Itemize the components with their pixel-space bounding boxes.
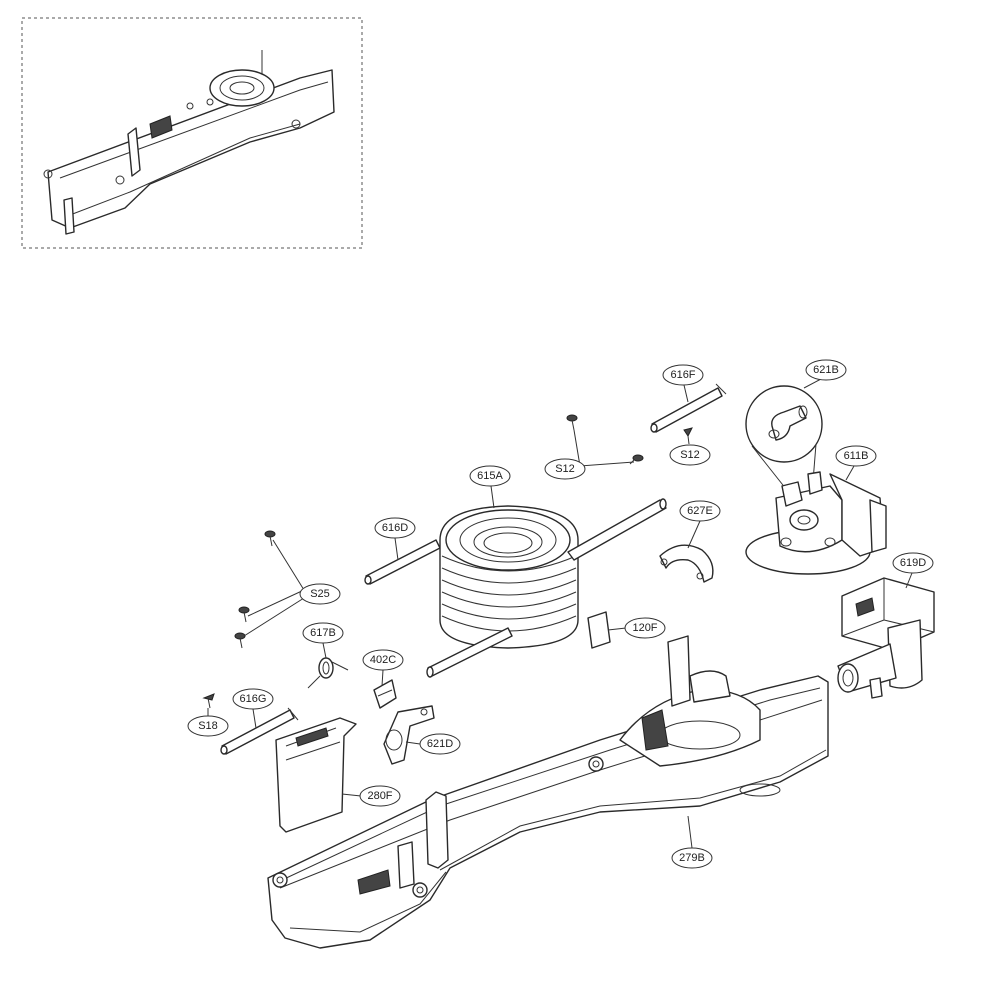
- label-627E-text: 627E: [687, 505, 713, 517]
- s25-screw-b: [238, 606, 250, 623]
- label-621D-text: 621D: [427, 738, 453, 750]
- label-621D: 621D: [419, 733, 461, 755]
- s12-screw-a: [566, 414, 578, 431]
- part-616G-rod: [220, 707, 299, 755]
- label-616D: 616D: [374, 517, 416, 539]
- label-S25-text: S25: [310, 588, 330, 600]
- part-280F-cover: [275, 717, 357, 833]
- label-615A-text: 615A: [477, 470, 503, 482]
- label-279B: 279B: [671, 847, 713, 869]
- part-617B-spring: [307, 657, 349, 689]
- s25-screw-c: [234, 632, 246, 649]
- label-S18: S18: [187, 715, 229, 737]
- label-621B-text: 621B: [813, 364, 839, 376]
- part-615A-coil: [426, 498, 667, 678]
- inset-overview: [21, 17, 363, 249]
- label-S18-text: S18: [198, 720, 218, 732]
- label-616F: 616F: [662, 364, 704, 386]
- label-621B: 621B: [805, 359, 847, 381]
- label-279B-text: 279B: [679, 852, 705, 864]
- label-120F: 120F: [624, 617, 666, 639]
- part-402C-clip: [373, 679, 397, 709]
- inset-assembly-drawing: [43, 50, 335, 235]
- label-616G: 616G: [232, 688, 274, 710]
- part-279B-housing: [267, 635, 829, 949]
- part-619D-valve: [837, 577, 935, 699]
- label-S12-a: S12: [544, 458, 586, 480]
- part-labels: 616F 621B S12 S12 611B 615A 627E 616D: [187, 359, 934, 869]
- label-617B: 617B: [302, 622, 344, 644]
- label-280F: 280F: [359, 785, 401, 807]
- part-621B-detail: [745, 385, 823, 495]
- label-619D: 619D: [892, 552, 934, 574]
- label-S12-b: S12: [669, 444, 711, 466]
- label-616G-text: 616G: [240, 693, 267, 705]
- label-611B: 611B: [835, 445, 877, 467]
- label-280F-text: 280F: [367, 790, 392, 802]
- label-611B-text: 611B: [844, 450, 869, 462]
- part-S18-screw: [202, 693, 215, 709]
- part-616D-rod: [364, 539, 441, 585]
- part-621D-fitting: [383, 705, 435, 765]
- part-627E-bracket: [659, 544, 714, 583]
- label-615A: 615A: [469, 465, 511, 487]
- label-120F-text: 120F: [632, 622, 657, 634]
- label-402C-text: 402C: [370, 654, 396, 666]
- label-627E: 627E: [679, 500, 721, 522]
- label-619D-text: 619D: [900, 557, 926, 569]
- label-S25: S25: [299, 583, 341, 605]
- s12-screw-c: [683, 427, 693, 437]
- label-S12-b-text: S12: [680, 449, 700, 461]
- label-616D-text: 616D: [382, 522, 408, 534]
- label-S12-a-text: S12: [555, 463, 575, 475]
- part-S12-screws: [566, 414, 693, 465]
- label-402C: 402C: [362, 649, 404, 671]
- inset-frame: [21, 17, 363, 249]
- s25-screw-a: [264, 530, 276, 547]
- part-611B-valve: [745, 471, 887, 575]
- label-617B-text: 617B: [310, 627, 336, 639]
- part-616F-rod: [650, 383, 727, 433]
- part-S25-screws: [234, 530, 276, 649]
- label-616F-text: 616F: [670, 369, 695, 381]
- part-120F-label: [587, 611, 611, 649]
